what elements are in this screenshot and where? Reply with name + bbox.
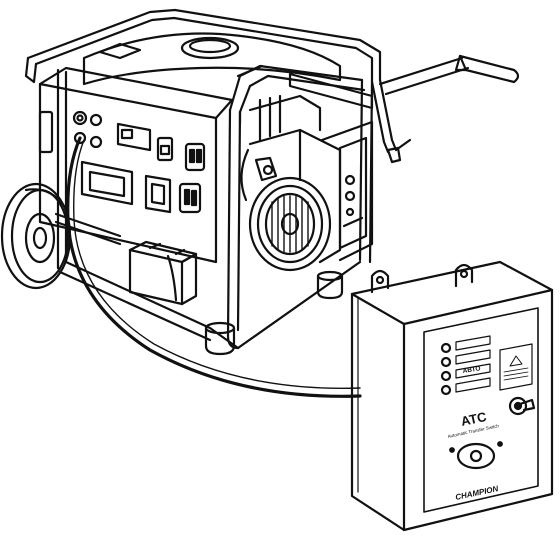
indicator-led <box>440 342 452 354</box>
battery <box>128 240 198 306</box>
key-switch[interactable] <box>508 396 536 416</box>
fuel-cap <box>180 36 240 60</box>
breaker-switch <box>156 136 174 162</box>
mounting-ear <box>370 269 390 294</box>
handle <box>370 54 520 164</box>
wheel <box>0 182 72 290</box>
indicator-led <box>440 384 452 396</box>
display-window <box>116 122 152 152</box>
control-panel <box>38 82 218 264</box>
ats-front-panel <box>423 307 539 513</box>
foot <box>316 274 344 300</box>
panel-plate <box>38 110 54 154</box>
handle-grip <box>458 54 520 84</box>
control-cable <box>66 136 362 398</box>
indicator-list <box>440 335 491 396</box>
recoil-starter <box>248 176 332 272</box>
side-cover <box>320 120 374 262</box>
ats-box <box>350 260 554 532</box>
indicator-label-3: АВТО <box>462 365 481 375</box>
frame-tube <box>26 8 382 82</box>
ats-text: АВТО ATC Automatic Transfer Switch CHAMP… <box>447 365 500 502</box>
foot <box>204 324 236 356</box>
ats-title: ATC <box>460 409 489 429</box>
mode-selector[interactable] <box>449 441 503 470</box>
fuel-tank <box>82 32 342 86</box>
warning-label <box>499 343 533 391</box>
dc-terminal <box>72 110 88 126</box>
generator <box>0 8 520 398</box>
power-sockets <box>144 142 206 214</box>
indicator-led <box>440 356 452 368</box>
indicator-led <box>440 370 452 382</box>
mounting-ear <box>454 263 474 288</box>
